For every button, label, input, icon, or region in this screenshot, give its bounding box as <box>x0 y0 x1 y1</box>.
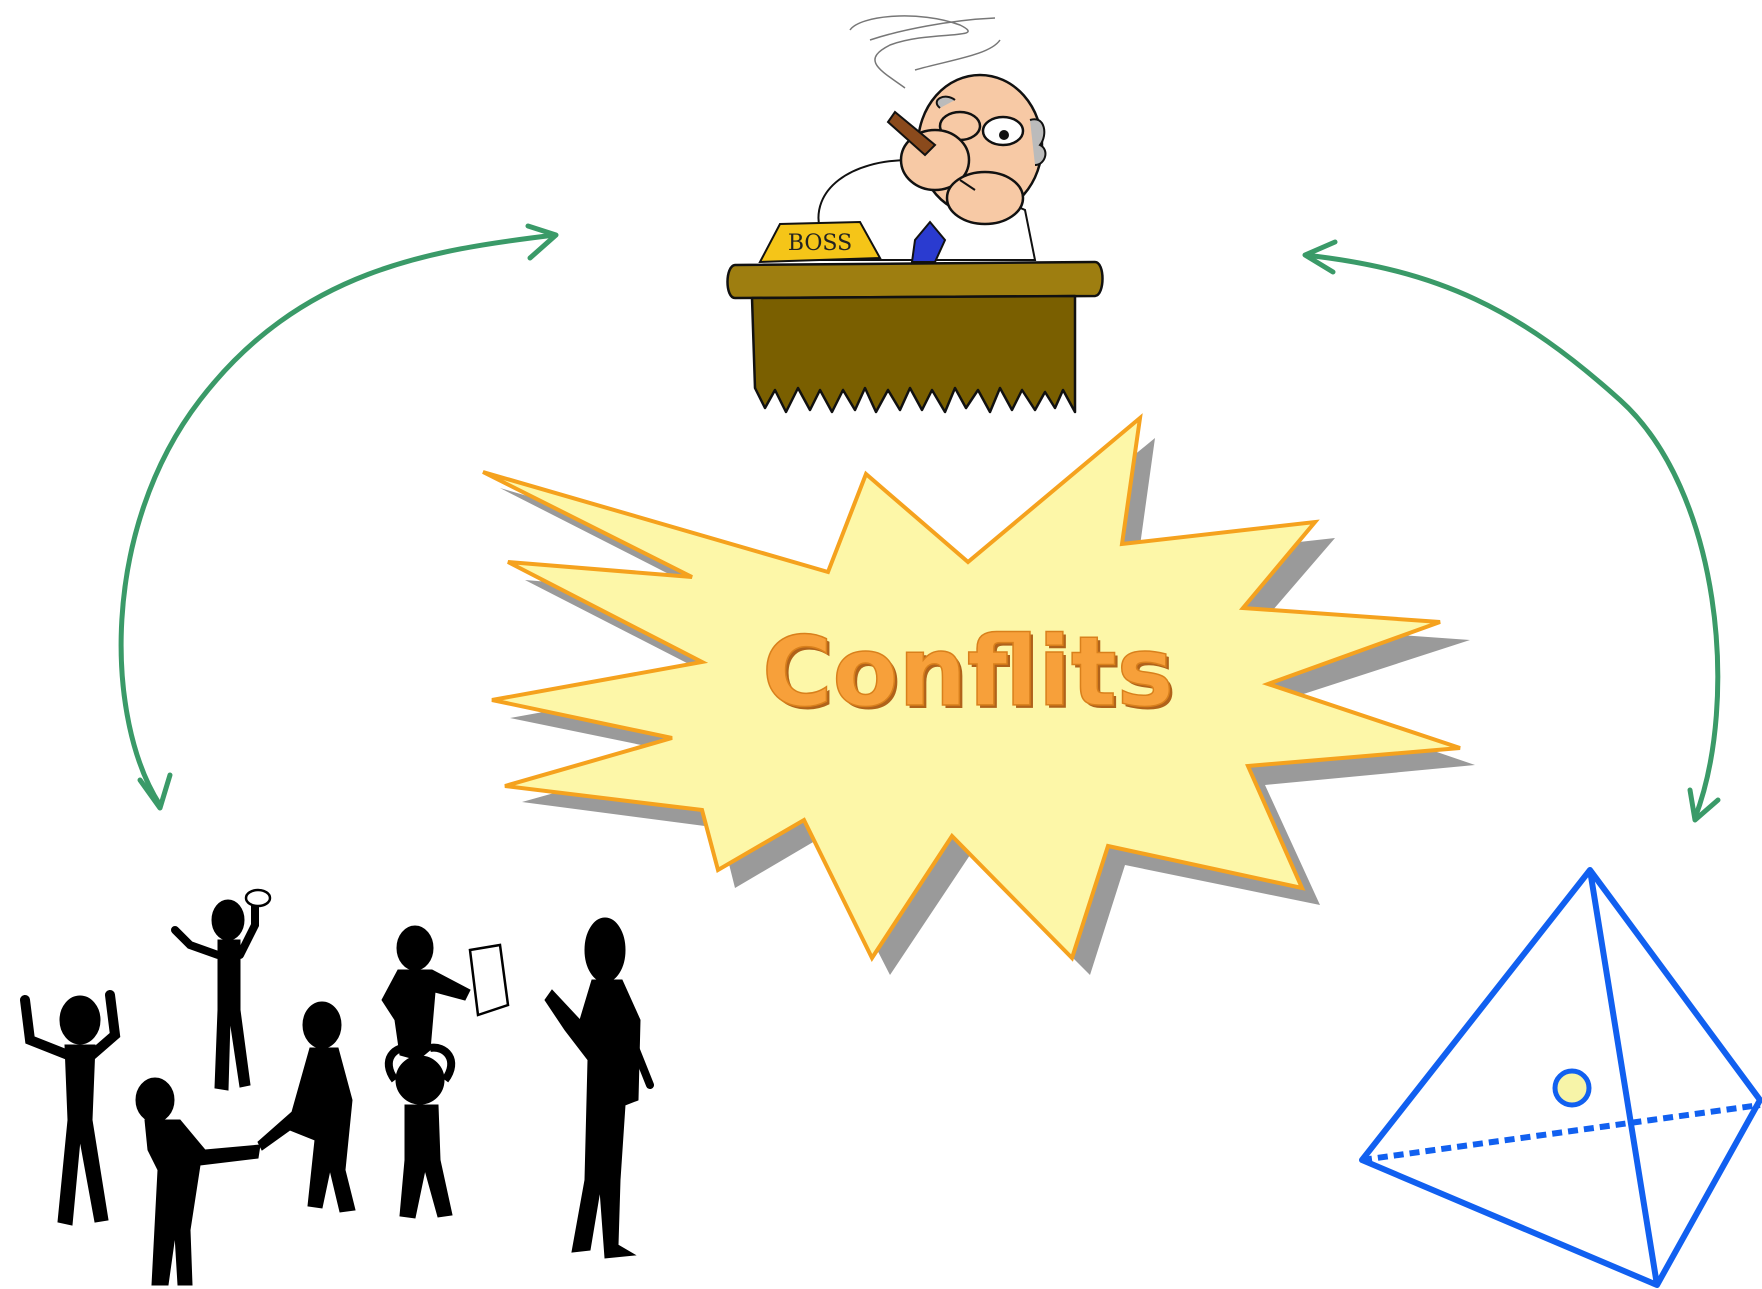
person-silhouette <box>171 888 272 1091</box>
person-silhouette <box>20 990 121 1226</box>
burst-label-front: Conflits <box>762 616 1174 728</box>
boss-at-desk-icon: BOSS <box>726 15 1104 414</box>
burst-label: Conflits <box>765 619 1177 731</box>
boss-plaque-label: BOSS <box>788 231 852 256</box>
arrow-boss-structure <box>1302 239 1721 823</box>
conflict-burst: Conflits Conflits <box>482 413 1475 975</box>
person-silhouette <box>135 1077 261 1286</box>
tetrahedron-hidden-edge <box>1361 1102 1761 1163</box>
arrow-boss-people <box>118 223 559 811</box>
burst-shape <box>482 413 1461 963</box>
person-silhouette <box>544 917 654 1259</box>
person-silhouette <box>257 1001 356 1213</box>
desk-top <box>726 260 1104 300</box>
boss-plaque <box>758 220 882 264</box>
tetrahedron-icon <box>1359 867 1762 1288</box>
person-silhouette <box>381 925 510 1061</box>
group-of-people-icon <box>20 888 654 1286</box>
person-silhouette <box>384 1043 456 1219</box>
desk-front <box>750 294 1077 414</box>
cigar-smoke <box>849 15 1001 89</box>
tetrahedron-edges <box>1359 867 1762 1288</box>
tetrahedron-center-dot <box>1552 1068 1592 1108</box>
